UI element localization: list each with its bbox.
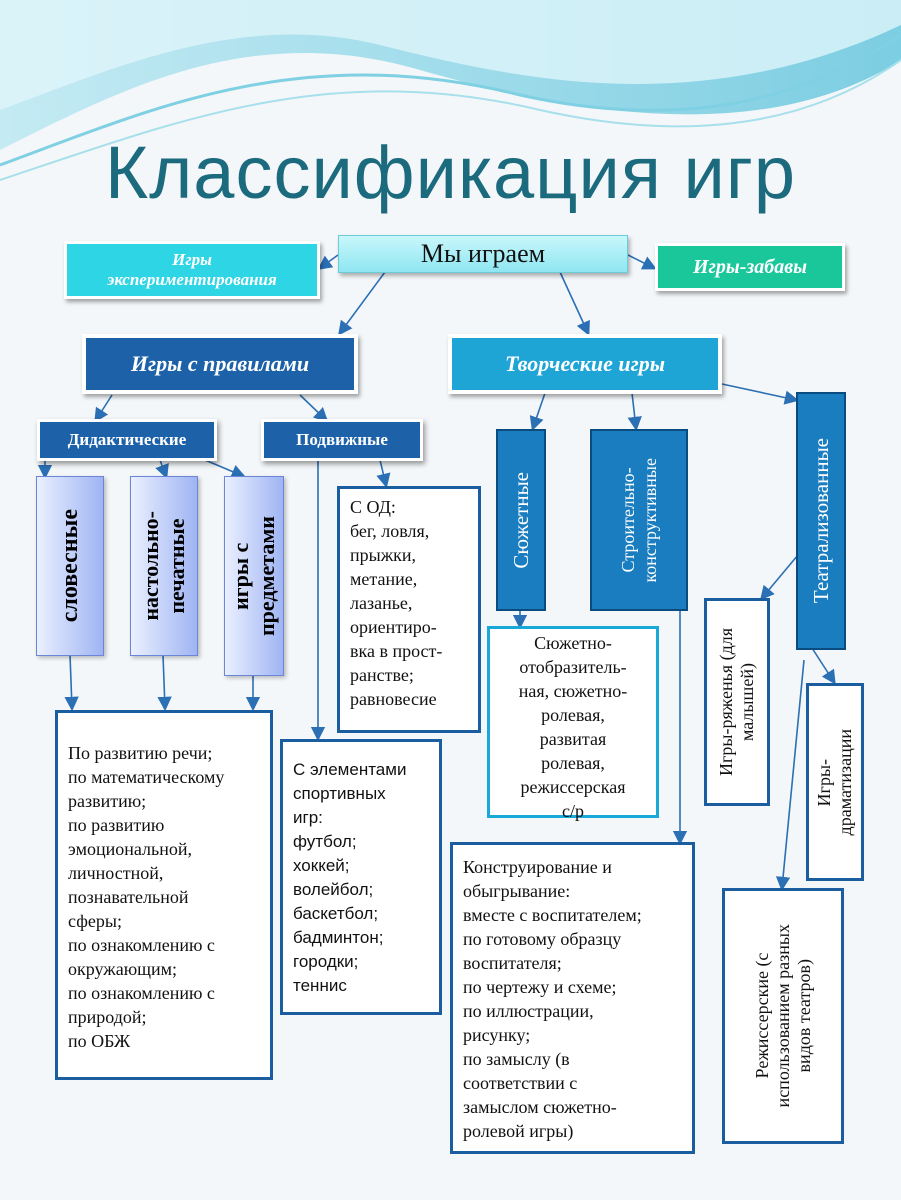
plot-type-line: развитая — [539, 729, 607, 749]
verbal-node: словесные — [36, 476, 104, 656]
didactic-node: Дидактические — [37, 419, 217, 461]
construct-type-line: соответствии с — [463, 1073, 578, 1093]
dramatization-games-box: Игры- драматизации — [806, 683, 864, 881]
didactic-area-line: по ознакомлению с — [68, 983, 215, 1003]
plot-type-line: отобразитель- — [519, 657, 627, 677]
dressup-label: Игры-ряженья (для малышей) — [716, 628, 757, 776]
didactic-area-line: по ОБЖ — [68, 1031, 131, 1051]
construct-games-node: Строительно- конструктивные — [590, 429, 688, 611]
plot-types-list: Сюжетно-отобразитель-ная, сюжетно-ролева… — [490, 631, 656, 823]
director-label: Режиссерские (с использованием разных ви… — [751, 924, 814, 1108]
mobile-od-line: лазанье, — [350, 593, 413, 613]
sport-elements-line: городки; — [293, 952, 359, 971]
construct-type-line: рисунку; — [463, 1025, 531, 1045]
didactic-area-line: По развитию речи; — [68, 743, 213, 763]
mobile-od-line: С ОД: — [350, 497, 396, 517]
didactic-area-line: личностной, — [68, 863, 164, 883]
mobile-node: Подвижные — [261, 419, 423, 461]
didactic-area-line: развитию; — [68, 791, 147, 811]
fun-games-node: Игры-забавы — [655, 243, 845, 291]
didactic-area-line: по ознакомлению с — [68, 935, 215, 955]
construct-type-line: по иллюстрации, — [463, 1001, 594, 1021]
mobile-od-box: С ОД: бег, ловля, прыжки, метание, лазанье, о… — [337, 486, 481, 733]
sport-elements-line: баскетбол; — [293, 904, 379, 923]
didactic-area-line: эмоциональной, — [68, 839, 192, 859]
construct-type-line: по замыслу (в — [463, 1049, 570, 1069]
mobile-od-list: С ОД: бег, ловля, прыжки, метание, лазанье, о… — [350, 495, 468, 711]
root-node: Мы играем — [338, 235, 628, 273]
creative-games-node: Творческие игры — [448, 334, 722, 394]
theatre-label: Театрализованные — [808, 438, 833, 604]
director-games-box: Режиссерские (с использованием разных ви… — [722, 888, 844, 1144]
mobile-od-line: ориентиро- — [350, 617, 437, 637]
plot-type-line: ролевая, — [541, 753, 605, 773]
dressup-games-box: Игры-ряженья (для малышей) — [704, 598, 770, 806]
construct-types-box: Конструирование и обыгрывание: вместе с во… — [450, 842, 695, 1154]
experiment-line-1: Игры — [172, 250, 212, 269]
didactic-area-line: познавательной — [68, 887, 189, 907]
construct-type-line: ролевой игры) — [463, 1121, 574, 1141]
plot-type-line: с/р — [562, 801, 584, 821]
plot-type-line: режиссерская — [520, 777, 626, 797]
plot-type-line: Сюжетно- — [534, 633, 612, 653]
didactic-area-line: сферы; — [68, 911, 122, 931]
plot-games-node: Сюжетные — [496, 429, 546, 611]
sport-elements-line: спортивных — [293, 784, 386, 803]
construct-type-line: по готовому образцу — [463, 929, 622, 949]
mobile-od-line: бег, ловля, — [350, 521, 430, 541]
plot-type-line: ная, сюжетно- — [518, 681, 628, 701]
sport-elements-box: С элементами спортивных игр: футбол; хоккей;… — [280, 739, 442, 1015]
rules-games-node: Игры с правилами — [82, 334, 358, 394]
sport-elements-line: С элементами — [293, 760, 407, 779]
board-printed-node: настольно- печатные — [130, 476, 198, 656]
mobile-od-line: ранстве; — [350, 665, 414, 685]
construct-type-line: воспитателя; — [463, 953, 562, 973]
sport-elements-line: волейбол; — [293, 880, 374, 899]
object-games-node: игры с предметами — [224, 476, 284, 676]
object-games-label: игры с предметами — [228, 515, 279, 636]
mobile-od-line: прыжки, — [350, 545, 417, 565]
construct-type-line: обыгрывание: — [463, 881, 571, 901]
construct-type-line: вместе с воспитателем; — [463, 905, 642, 925]
sport-elements-line: теннис — [293, 976, 347, 995]
sport-elements-line: футбол; — [293, 832, 357, 851]
construct-label: Строительно- конструктивные — [618, 457, 660, 583]
plot-types-box: Сюжетно-отобразитель-ная, сюжетно-ролева… — [487, 626, 659, 821]
experiment-games-node: Игры экспериментирования — [64, 241, 320, 299]
didactic-area-line: природой; — [68, 1007, 147, 1027]
verbal-label: словесные — [56, 509, 83, 623]
didactic-areas-box: По развитию речи; по математическому разви… — [55, 710, 273, 1080]
construct-type-line: по чертежу и схеме; — [463, 977, 617, 997]
plot-label: Сюжетные — [508, 471, 533, 569]
board-printed-label: настольно- печатные — [138, 511, 189, 621]
mobile-od-line: вка в прост- — [350, 641, 443, 661]
construct-type-line: замыслом сюжетно- — [463, 1097, 617, 1117]
sport-elements-list: С элементами спортивных игр: футбол; хоккей;… — [293, 748, 429, 998]
sport-elements-line: игр: — [293, 808, 323, 827]
theatre-games-node: Театрализованные — [796, 392, 846, 650]
page-title: Классификация игр — [105, 131, 796, 214]
sport-elements-line: бадминтон; — [293, 928, 384, 947]
didactic-areas-list: По развитию речи; по математическому разви… — [68, 741, 260, 1053]
construct-type-line: Конструирование и — [463, 857, 612, 877]
mobile-od-line: метание, — [350, 569, 418, 589]
didactic-area-line: по математическому — [68, 767, 225, 787]
plot-type-line: ролевая, — [541, 705, 605, 725]
experiment-line-2: экспериментирования — [107, 270, 277, 289]
construct-types-list: Конструирование и обыгрывание: вместе с во… — [463, 855, 682, 1143]
didactic-area-line: по развитию — [68, 815, 165, 835]
sport-elements-line: хоккей; — [293, 856, 350, 875]
didactic-area-line: окружающим; — [68, 959, 178, 979]
mobile-od-line: равновесие — [350, 689, 437, 709]
dramatization-label: Игры- драматизации — [814, 728, 855, 836]
